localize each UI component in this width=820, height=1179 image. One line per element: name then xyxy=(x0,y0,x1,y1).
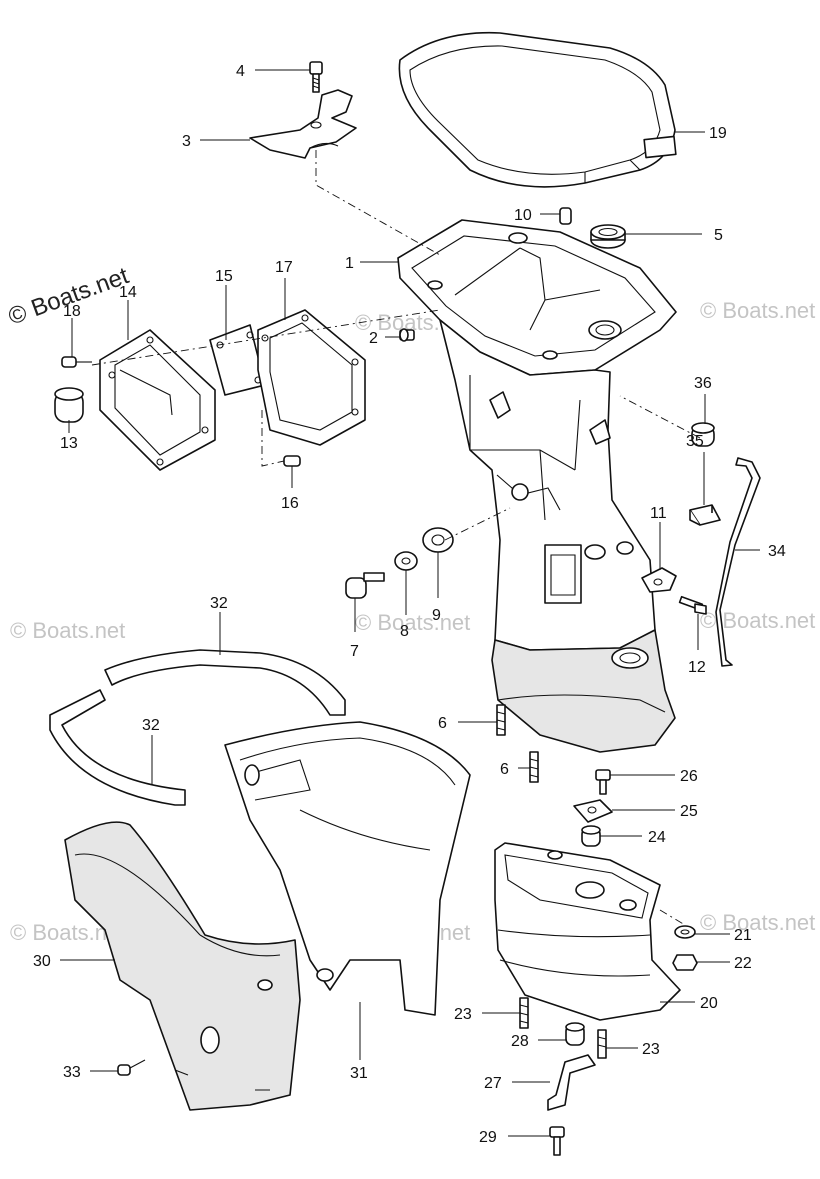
watermark-logo: © Boats.net xyxy=(5,262,133,330)
part-36-grommet xyxy=(691,422,715,447)
callout-11: 11 xyxy=(650,505,667,522)
watermark-text: © Boats.net xyxy=(355,610,470,635)
callout-15: 15 xyxy=(215,268,233,285)
callout-34: 34 xyxy=(768,543,786,560)
part-12-bolt xyxy=(678,595,707,615)
callout-36: 36 xyxy=(694,375,712,392)
part-29-bolt xyxy=(549,1126,565,1156)
callout-5: 5 xyxy=(714,227,723,244)
callout-12: 12 xyxy=(688,659,706,676)
leader-lines xyxy=(60,69,760,1137)
callout-9: 9 xyxy=(432,607,441,624)
part-35-clip xyxy=(689,504,721,526)
part-2-plug xyxy=(399,328,415,342)
part-3-bracket xyxy=(249,89,357,159)
part-4-bolt xyxy=(309,61,323,93)
part-13-grommet xyxy=(54,387,84,423)
part-32-lower-seal xyxy=(49,689,186,806)
part-1-housing xyxy=(397,219,677,753)
part-11-bracket xyxy=(641,567,677,593)
callout-30: 30 xyxy=(33,953,51,970)
callout-10: 10 xyxy=(514,207,532,224)
part-25-plate xyxy=(573,799,613,823)
part-28-grommet xyxy=(565,1022,585,1046)
callout-33: 33 xyxy=(63,1064,81,1081)
part-33-screw xyxy=(117,1059,146,1076)
callout-32-lower: 32 xyxy=(142,717,160,734)
callout-31: 31 xyxy=(350,1065,368,1082)
part-31-cowling-right xyxy=(224,721,471,1016)
callout-2: 2 xyxy=(369,330,378,347)
part-34-tube xyxy=(715,457,761,667)
callout-1: 1 xyxy=(345,255,354,272)
part-18-screw xyxy=(61,356,92,368)
part-20-mount xyxy=(494,842,681,1021)
callout-28: 28 xyxy=(511,1033,529,1050)
part-9-washer xyxy=(422,527,454,553)
part-10-pin xyxy=(559,207,572,225)
part-5-grommet xyxy=(590,224,626,249)
callout-13: 13 xyxy=(60,435,78,452)
part-26-bolt xyxy=(595,769,611,795)
callout-23-right: 23 xyxy=(642,1041,660,1058)
watermark-text: © Boats.net xyxy=(10,618,125,643)
callout-20: 20 xyxy=(700,995,718,1012)
callout-8: 8 xyxy=(400,623,409,640)
callout-16: 16 xyxy=(281,495,299,512)
part-16-screw xyxy=(283,455,301,467)
callout-35: 35 xyxy=(686,433,704,450)
callout-14: 14 xyxy=(119,284,137,301)
callout-19: 19 xyxy=(709,125,727,142)
callout-4: 4 xyxy=(236,63,245,80)
part-30-cowling-left xyxy=(64,821,301,1111)
part-6-stud-lower xyxy=(529,751,539,783)
callout-25: 25 xyxy=(680,803,698,820)
callout-21: 21 xyxy=(734,927,752,944)
callout-27: 27 xyxy=(484,1075,502,1092)
part-23-stud-left xyxy=(519,997,529,1029)
callout-3: 3 xyxy=(182,133,191,150)
part-15-plate xyxy=(209,324,266,396)
part-8-washer xyxy=(394,551,418,571)
part-32-upper-seal xyxy=(104,649,346,716)
callout-26: 26 xyxy=(680,768,698,785)
callout-18: 18 xyxy=(63,303,81,320)
part-17-gasket xyxy=(257,309,366,446)
callout-24: 24 xyxy=(648,829,666,846)
callout-32-upper: 32 xyxy=(210,595,228,612)
callout-17: 17 xyxy=(275,259,293,276)
part-21-washer xyxy=(674,925,696,939)
part-22-nut xyxy=(672,954,698,971)
part-27-bracket xyxy=(547,1054,596,1111)
part-23-stud-right xyxy=(597,1029,607,1059)
callout-6-lower: 6 xyxy=(500,761,509,778)
part-19-top-seal xyxy=(398,31,677,188)
part-7-bolt xyxy=(345,572,385,599)
watermark-text: © Boats.net xyxy=(700,298,815,323)
part-14-cover xyxy=(99,329,216,471)
part-6-stud-upper xyxy=(496,704,506,736)
callout-29: 29 xyxy=(479,1129,497,1146)
watermark-text: © Boats.net xyxy=(700,910,815,935)
assembly-lines xyxy=(91,150,701,926)
part-24-bushing xyxy=(581,825,601,847)
callout-7: 7 xyxy=(350,643,359,660)
callout-6-upper: 6 xyxy=(438,715,447,732)
callout-22: 22 xyxy=(734,955,752,972)
callout-labels: 4 3 19 10 5 1 2 14 18 15 17 13 16 36 35 … xyxy=(33,63,786,1146)
callout-23-left: 23 xyxy=(454,1006,472,1023)
